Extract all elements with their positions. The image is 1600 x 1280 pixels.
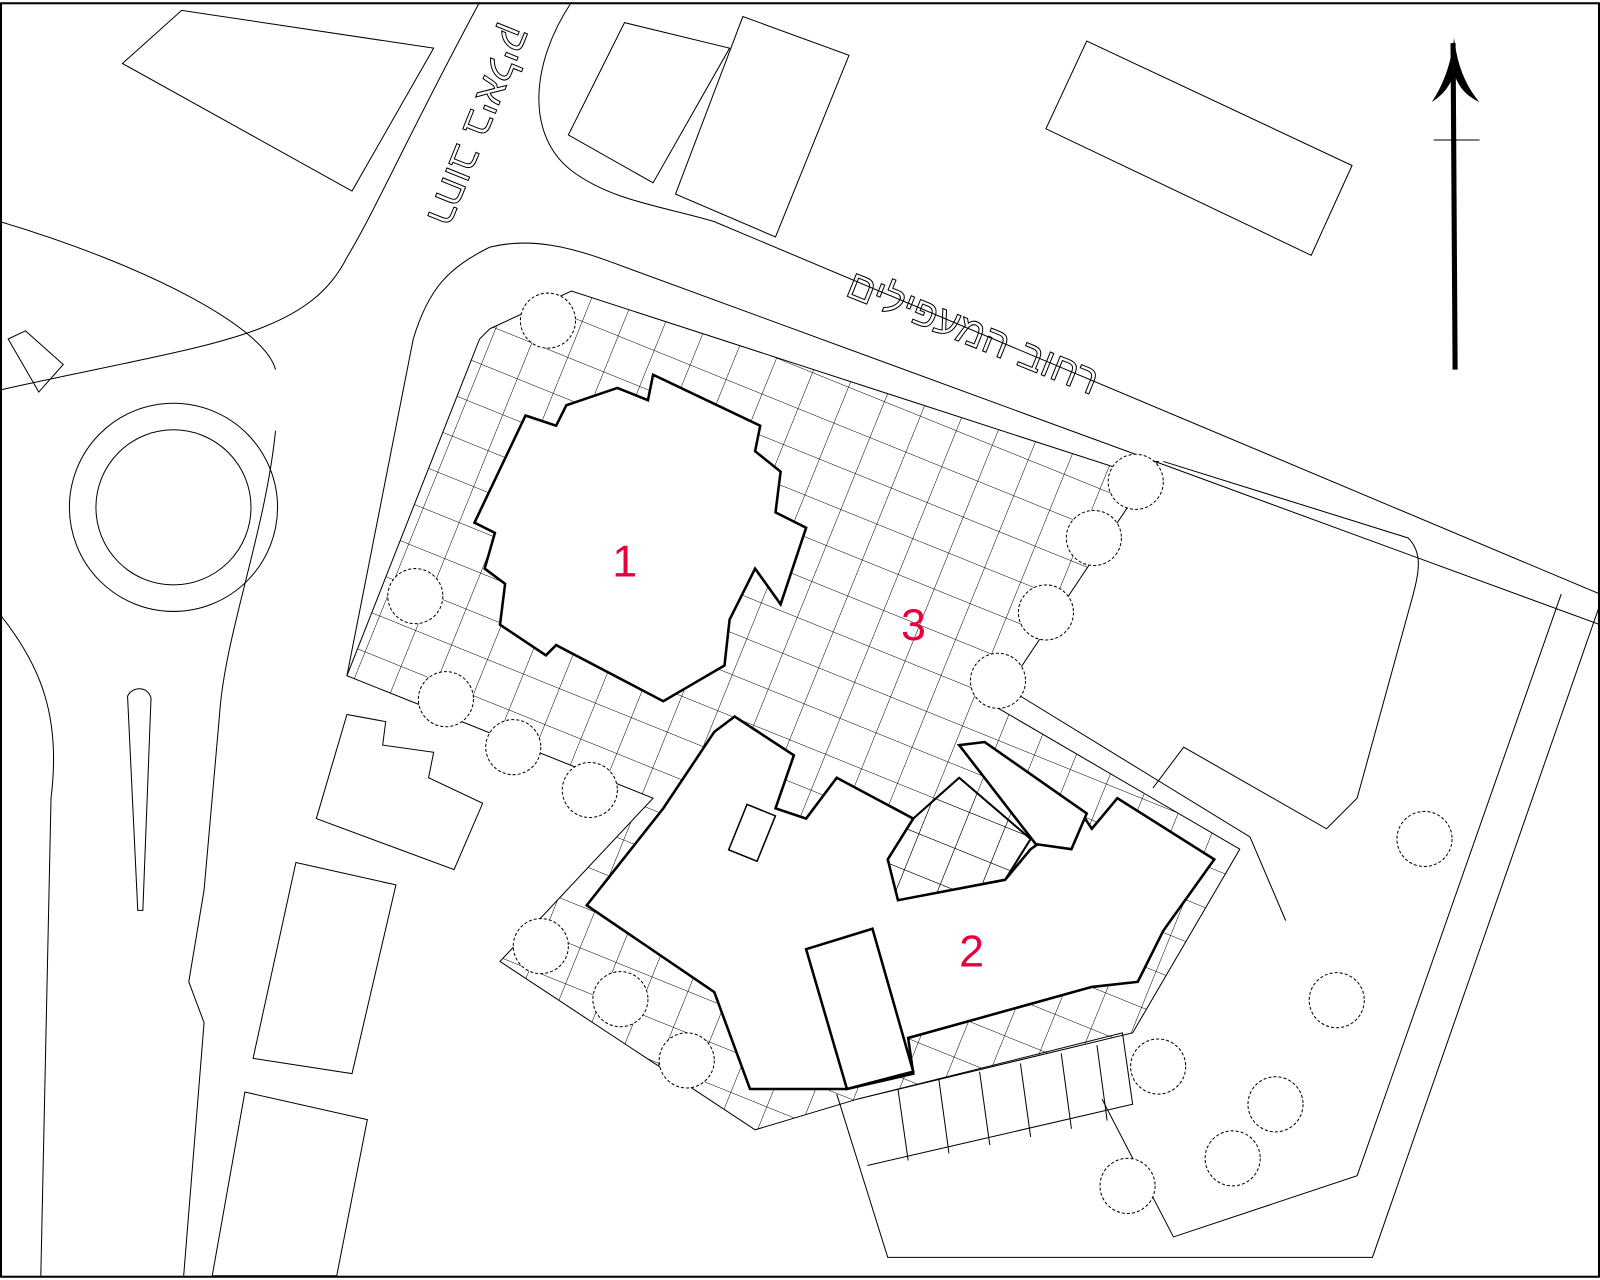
building-1-outline xyxy=(472,372,808,703)
tree-icon xyxy=(1130,1038,1187,1095)
tree-icon xyxy=(658,1032,715,1089)
building-2-courtyard xyxy=(886,776,1032,902)
building-number-2: 2 xyxy=(959,926,984,977)
building-number-3: 3 xyxy=(901,599,926,650)
tree-icon xyxy=(1396,810,1453,868)
building-number-1: 1 xyxy=(612,536,637,587)
building-2-wing xyxy=(956,740,1089,851)
tree-icon xyxy=(969,652,1027,709)
tree-icon xyxy=(592,971,649,1028)
tree-icon xyxy=(1065,509,1122,567)
trees xyxy=(387,292,1453,1214)
tree-icon xyxy=(519,292,577,349)
north-arrow-icon xyxy=(1431,37,1480,370)
tree-icon xyxy=(485,719,542,776)
tree-icon xyxy=(1204,1130,1261,1187)
tree-icon xyxy=(1017,584,1074,641)
tree-icon xyxy=(512,918,569,975)
tree-icon xyxy=(387,568,444,625)
neighbor-buildings xyxy=(121,9,1353,1277)
tree-icon xyxy=(1099,1157,1156,1214)
tree-icon xyxy=(561,761,618,819)
tree-icon xyxy=(1308,972,1365,1029)
building-2-annex xyxy=(804,927,915,1091)
tree-icon xyxy=(417,671,474,728)
tree-icon xyxy=(1107,453,1164,510)
tree-icon xyxy=(1247,1076,1304,1133)
stair-block xyxy=(727,803,777,863)
